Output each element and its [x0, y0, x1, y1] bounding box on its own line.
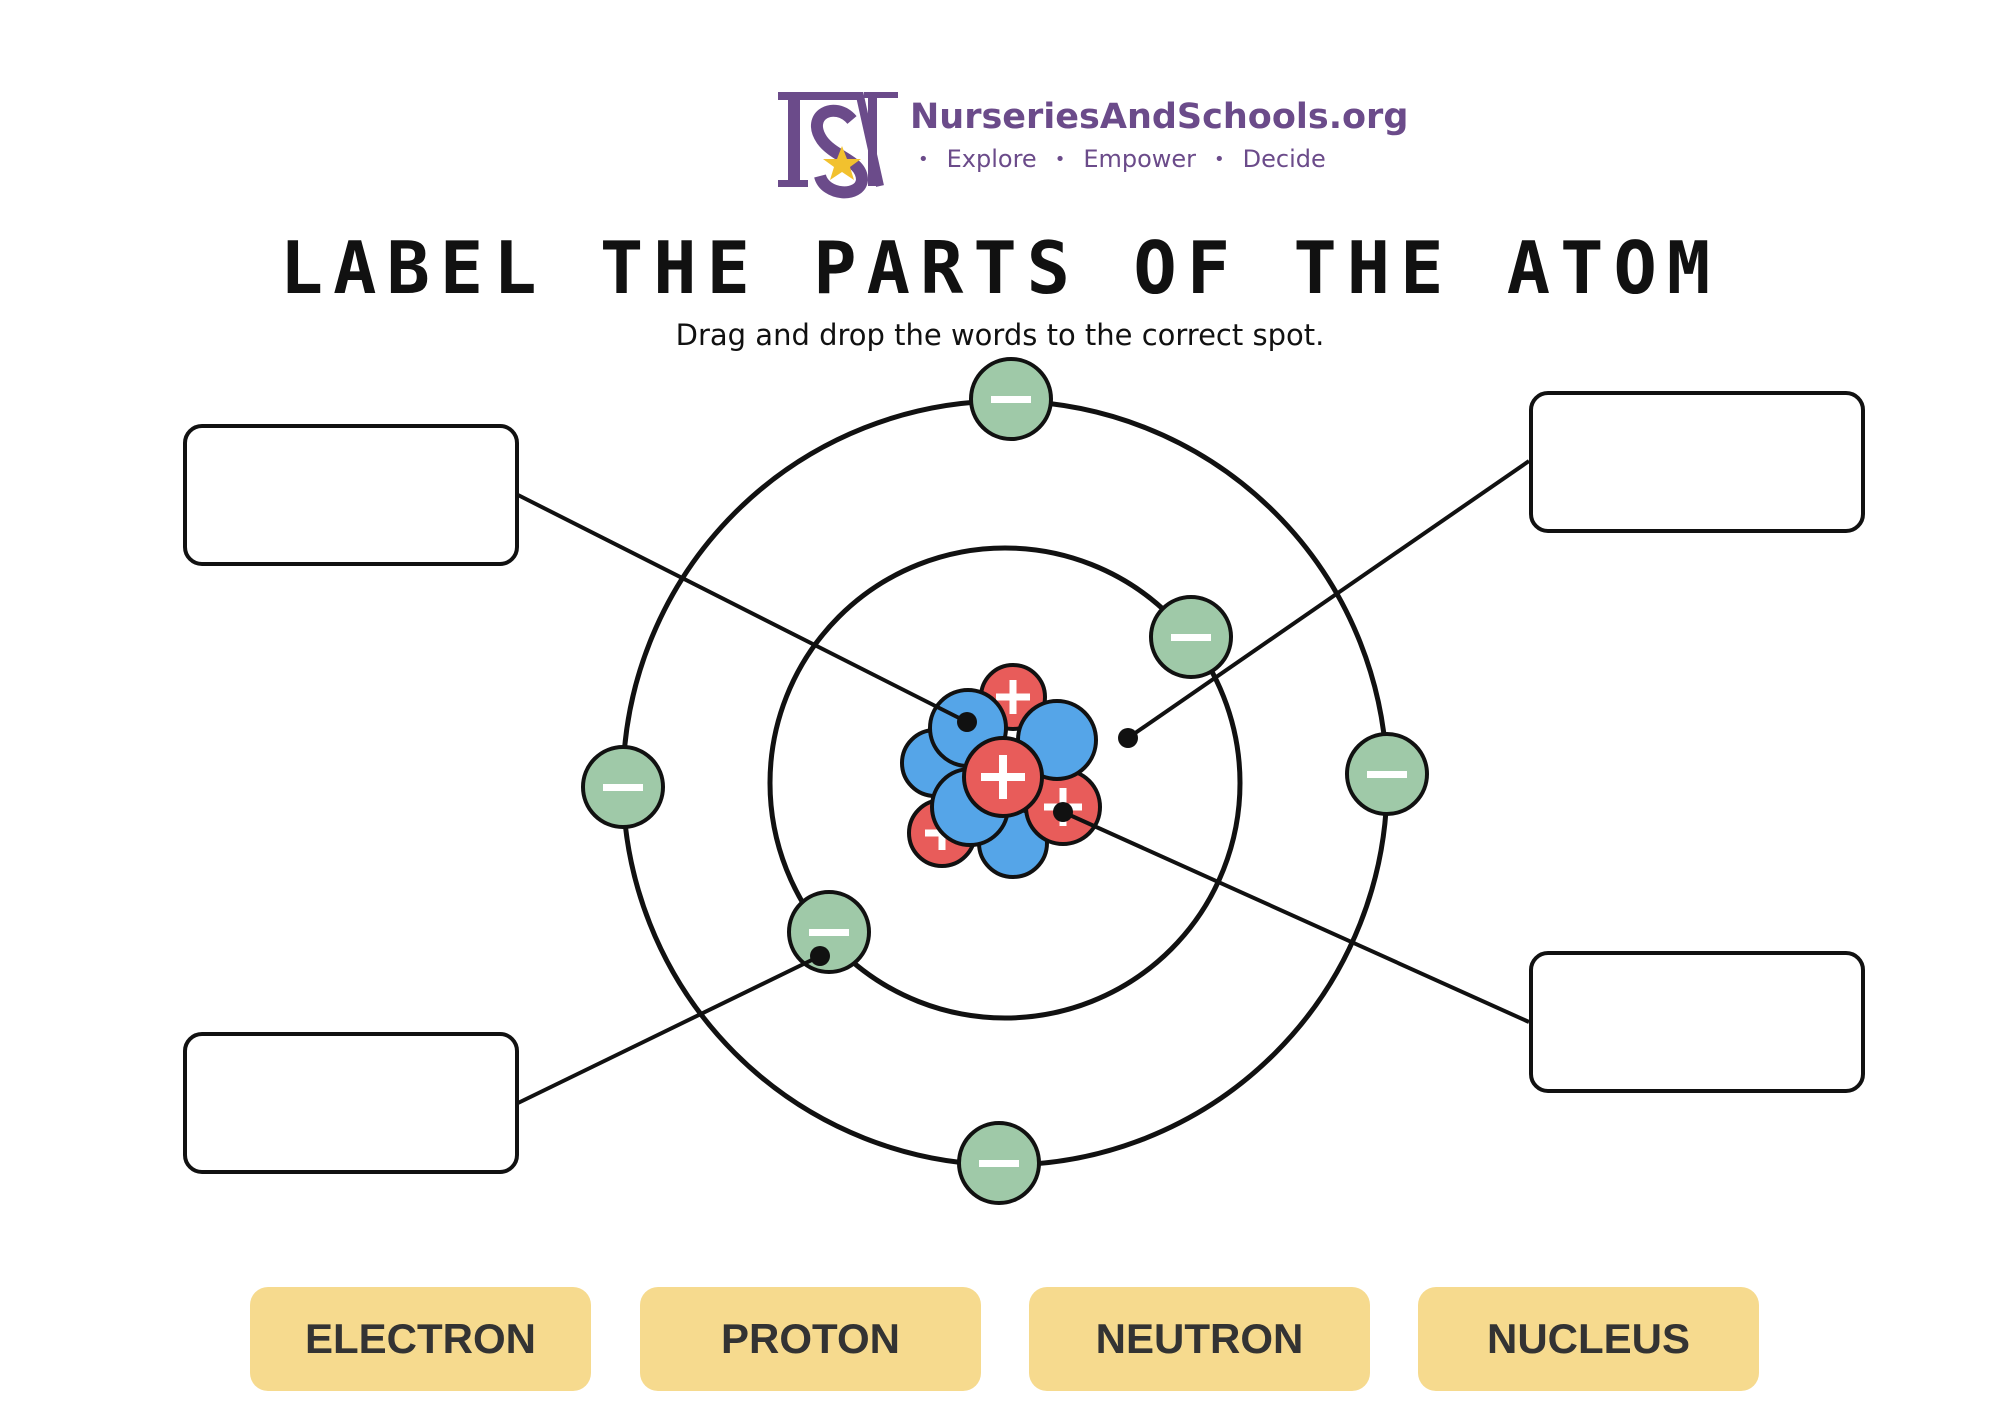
proton: [962, 736, 1044, 818]
nucleus: [900, 663, 1102, 879]
leader-line-bottom-left: [517, 954, 821, 1105]
electrons: [581, 357, 1429, 1205]
electron: [969, 357, 1053, 441]
pointer-dot: [957, 712, 977, 732]
pointer-dot: [810, 946, 830, 966]
pointer-dot: [1053, 802, 1073, 822]
drop-box-top-left[interactable]: [183, 424, 519, 566]
page-title: LABEL THE PARTS OF THE ATOM: [279, 226, 1721, 310]
drop-box-bottom-right[interactable]: [1529, 951, 1865, 1093]
leader-line-top-right: [1126, 459, 1531, 740]
leader-lines: [517, 459, 1531, 1105]
electron: [1345, 732, 1429, 816]
electron: [1149, 595, 1233, 679]
leader-line-top-left: [517, 493, 968, 724]
electron: [957, 1121, 1041, 1205]
brand-name: NurseriesAndSchools.org: [910, 97, 1409, 137]
leader-line-bottom-right: [1062, 810, 1530, 1024]
electron: [787, 890, 871, 974]
logo-monogram: [778, 92, 898, 199]
tagline: •Explore •Empower •Decide: [918, 145, 1326, 173]
word-neutron[interactable]: NEUTRON: [1029, 1287, 1370, 1391]
electron: [581, 745, 665, 829]
tagline-empower: Empower: [1083, 145, 1197, 173]
tagline-explore: Explore: [946, 145, 1037, 173]
word-proton[interactable]: PROTON: [640, 1287, 981, 1391]
pointer-dot: [1118, 728, 1138, 748]
word-electron[interactable]: ELECTRON: [250, 1287, 591, 1391]
drop-box-top-right[interactable]: [1529, 391, 1865, 533]
tagline-decide: Decide: [1242, 145, 1326, 173]
pointer-dots: [810, 712, 1138, 966]
drop-box-bottom-left[interactable]: [183, 1032, 519, 1174]
star-icon: [823, 146, 861, 180]
instructions: Drag and drop the words to the correct s…: [675, 318, 1325, 352]
inner-orbit: [767, 545, 1243, 1021]
word-nucleus[interactable]: NUCLEUS: [1418, 1287, 1759, 1391]
